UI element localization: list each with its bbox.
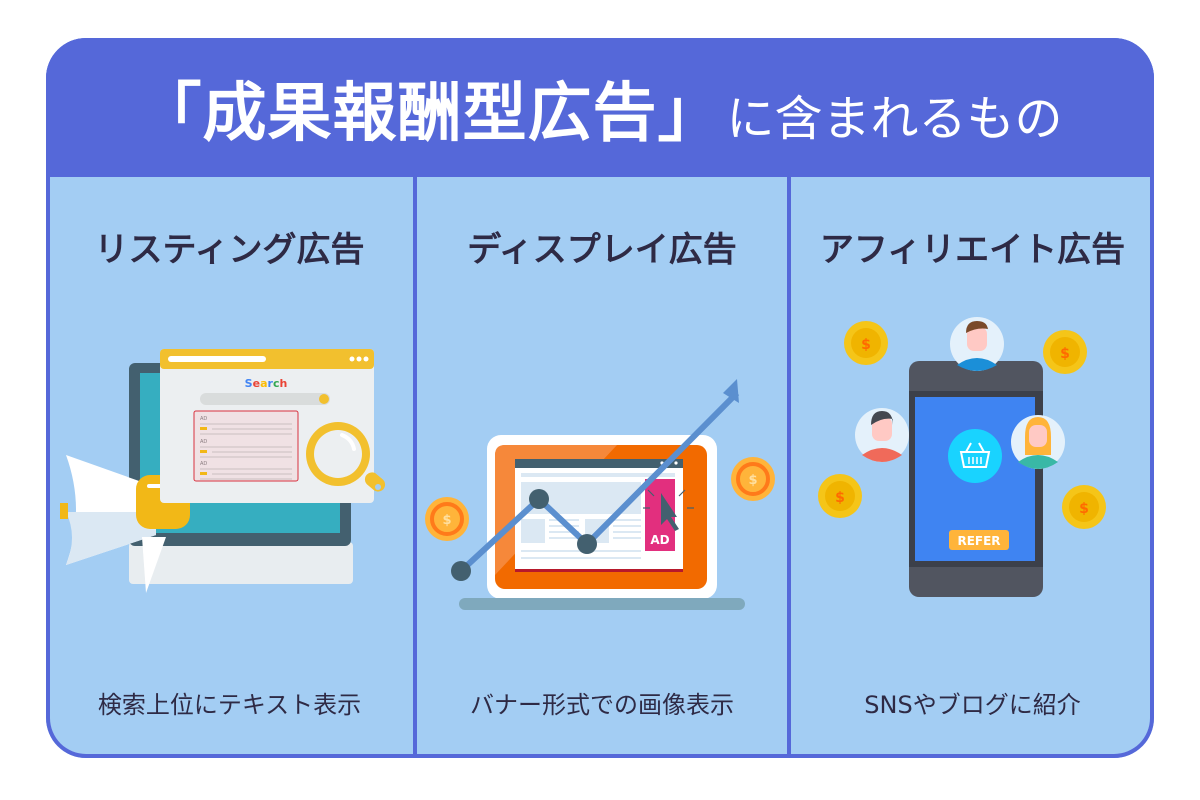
page-title: 「成果報酬型広告」 に含まれるもの <box>137 62 1062 154</box>
basket-icon <box>948 429 1002 483</box>
column-caption: バナー形式での画像表示 <box>470 691 734 719</box>
magnifier-icon <box>306 422 386 492</box>
coin-icon: $ <box>818 474 862 518</box>
column-affiliate-ads: アフィリエイト広告 REFER <box>787 177 1154 758</box>
coin-icon: $ <box>731 457 775 501</box>
column-caption: SNSやブログに紹介 <box>864 691 1081 719</box>
column-title: アフィリエイト広告 <box>819 230 1126 270</box>
affiliate-ads-illustration: REFER <box>791 307 1154 637</box>
display-ads-illustration: AD <box>417 307 787 637</box>
avatar-icon <box>1011 415 1065 469</box>
svg-text:$: $ <box>835 490 845 506</box>
cursor-icon <box>643 489 694 531</box>
infographic-frame: 「成果報酬型広告」 に含まれるもの リスティング広告 <box>46 38 1154 758</box>
avatar-icon <box>855 408 909 462</box>
svg-text:$: $ <box>442 513 451 528</box>
coin-icon: $ <box>1062 485 1106 529</box>
svg-text:AD: AD <box>200 416 207 422</box>
avatar-icon <box>950 317 1004 371</box>
title-main: 「成果報酬型広告」 <box>137 76 723 151</box>
svg-text:$: $ <box>1060 346 1070 362</box>
svg-text:AD: AD <box>200 461 207 467</box>
title-sub: に含まれるもの <box>726 90 1063 147</box>
refer-button: REFER <box>949 530 1009 550</box>
column-title: ディスプレイ広告 <box>467 230 737 270</box>
column-title: リスティング広告 <box>94 230 365 270</box>
column-caption: 検索上位にテキスト表示 <box>97 691 362 719</box>
svg-text:$: $ <box>861 337 871 353</box>
search-ads-illustration: Search AD AD AD <box>46 307 413 637</box>
svg-text:$: $ <box>748 473 757 488</box>
coin-icon: $ <box>1043 330 1087 374</box>
coin-icon: $ <box>844 321 888 365</box>
svg-text:Search: Search <box>245 377 288 390</box>
svg-text:REFER: REFER <box>957 534 1000 548</box>
coin-icon: $ <box>425 497 469 541</box>
svg-text:$: $ <box>1079 501 1089 517</box>
header-banner: 「成果報酬型広告」 に含まれるもの <box>46 38 1154 177</box>
svg-text:AD: AD <box>650 533 669 547</box>
trend-arrow-icon <box>451 379 740 581</box>
column-listing-ads: リスティング広告 <box>46 177 413 758</box>
svg-text:AD: AD <box>200 439 207 445</box>
columns: リスティング広告 <box>46 177 1154 758</box>
column-display-ads: ディスプレイ広告 <box>413 177 787 758</box>
